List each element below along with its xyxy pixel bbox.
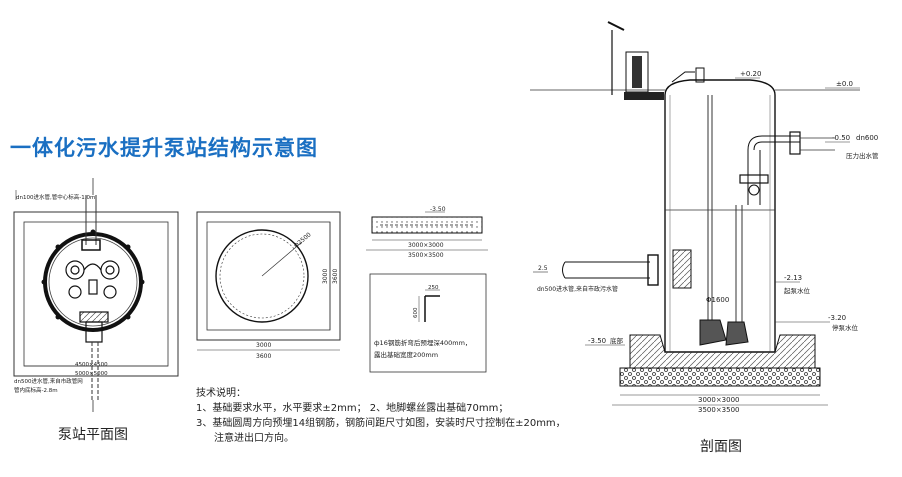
section-start-label: 起泵水位 xyxy=(784,286,811,295)
page-title: 一体化污水提升泵站结构示意图 xyxy=(10,136,318,160)
notes-heading: 技术说明： xyxy=(196,388,246,399)
section-bottom-label: 底部 xyxy=(610,336,624,345)
section-elev-ground: ±0.0 xyxy=(836,80,853,88)
foundation-side-a: 3000 xyxy=(322,269,329,284)
foundation-side-dim-a: 3000×3000 xyxy=(408,242,444,249)
notes-line-3: 注意进出口方向。 xyxy=(214,433,294,444)
section-elev-stop: -3.20 xyxy=(828,314,846,322)
section-elev-top: +0.20 xyxy=(740,70,761,78)
section-inlet-elev: 2.5 xyxy=(538,265,548,272)
section-dim-b: 3500×3500 xyxy=(698,406,740,414)
plan-outlet-note-2: 管内底标高-2.8m xyxy=(14,386,58,394)
section-caption: 剖面图 xyxy=(700,439,742,455)
rebar-detail xyxy=(369,273,487,373)
plan-inlet-note: dn100进水管,管中心标高-1.0m xyxy=(16,193,95,201)
section-outlet-label: 压力出水管 xyxy=(846,151,879,160)
section-elev-outlet: -0.50 xyxy=(832,134,850,142)
foundation-side-dim-b: 3500×3500 xyxy=(408,252,444,259)
plan-caption: 泵站平面图 xyxy=(58,427,128,443)
foundation-width-a: 3000 xyxy=(256,342,271,349)
notes-line-2: 3、基础圆周方向预埋14组钢筋，钢筋间距尺寸如图，安装时尺寸控制在±20mm， xyxy=(196,418,566,429)
section-inlet-note: dn500进水管,来自市政污水管 xyxy=(537,285,618,293)
technical-notes: 技术说明： 1、基础要求水平，水平要求±2mm； 2、地脚螺丝露出基础70mm；… xyxy=(196,386,566,446)
foundation-plan xyxy=(196,211,341,351)
section-diameter: Φ1600 xyxy=(706,296,729,304)
foundation-side xyxy=(366,211,488,251)
foundation-side-b: 3600 xyxy=(332,269,339,284)
foundation-width-b: 3600 xyxy=(256,353,271,360)
rebar-dim-left: 600 xyxy=(413,307,419,318)
section-view xyxy=(530,21,860,406)
plan-view xyxy=(13,178,179,412)
section-outlet-size: dn600 xyxy=(856,134,878,142)
section-elev-start: -2.13 xyxy=(784,274,802,282)
rebar-dim-top: 250 xyxy=(428,285,439,291)
plan-outlet-note-1: dn500进水管,来自市政管网 xyxy=(14,377,83,385)
rebar-note-2: 露出基础宽度200mm xyxy=(374,350,438,359)
plan-dim-outer: 5000×5000 xyxy=(75,371,108,377)
section-elev-bottom: -3.50 xyxy=(588,337,606,345)
section-stop-label: 停泵水位 xyxy=(832,323,859,332)
foundation-elev: -3.50 xyxy=(430,206,446,213)
rebar-note-1: ф16钢筋折弯后预埋深400mm， xyxy=(374,338,471,347)
foundation-diameter: Φ2500 xyxy=(293,231,313,249)
plan-dim-inner: 4500×4500 xyxy=(75,362,108,368)
notes-line-1: 1、基础要求水平，水平要求±2mm； 2、地脚螺丝露出基础70mm； xyxy=(196,403,509,414)
section-dim-a: 3000×3000 xyxy=(698,396,740,404)
